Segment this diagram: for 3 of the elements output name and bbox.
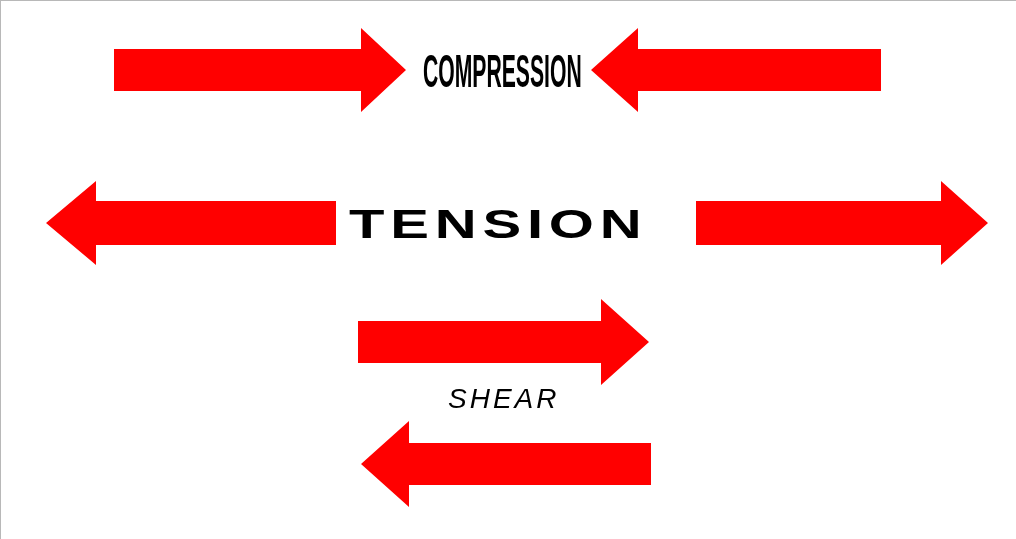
force-label: COMPRESSION [423, 48, 582, 94]
force-label: SHEAR [448, 385, 560, 413]
force-label: TENSION [349, 204, 648, 244]
